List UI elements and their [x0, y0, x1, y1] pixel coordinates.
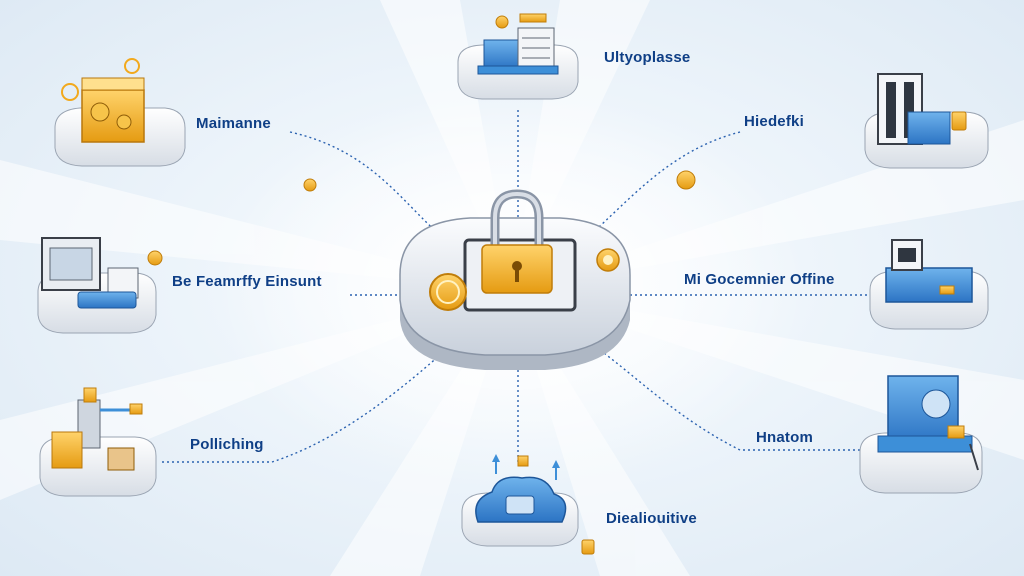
node-label-hiedefki: Hiedefki — [744, 113, 804, 130]
cube-gears-icon — [61, 58, 145, 143]
node-gocemnier — [869, 239, 989, 330]
node-diealiouitive — [461, 454, 579, 547]
node-hnatom — [859, 375, 983, 494]
connector-maintenance — [289, 131, 441, 236]
node-label-maintenance: Maimanne — [196, 115, 271, 132]
node-hiedefki — [864, 73, 989, 169]
factory-robot-icon — [51, 387, 143, 471]
gold-coin-icon — [429, 273, 467, 311]
connector-hnatom — [599, 349, 860, 451]
node-ultyoplasse — [457, 13, 579, 100]
node-polliching — [39, 387, 157, 497]
floating-coins — [147, 170, 696, 555]
node-maintenance — [54, 58, 186, 167]
hardware-module-icon — [885, 239, 973, 303]
node-feamrify — [37, 237, 157, 334]
computer-monitor-icon — [41, 237, 139, 309]
node-label-diealiouitive: Diealiouitive — [606, 510, 697, 527]
machine-panel-icon — [877, 375, 979, 471]
node-label-gocemnier: Mi Gocemnier Offine — [684, 271, 835, 288]
node-label-ultyoplasse: Ultyoplasse — [604, 49, 691, 66]
padlock-icon — [481, 189, 553, 294]
server-tower-icon — [877, 73, 967, 145]
node-label-hnatom: Hnatom — [756, 429, 814, 446]
cloud-chip-icon — [475, 454, 567, 523]
node-label-feamrify: Be Feamrffy Einsunt — [172, 273, 322, 290]
node-label-polliching: Polliching — [190, 436, 264, 453]
server-stack-icon — [477, 13, 559, 75]
gold-badge-icon — [596, 248, 620, 272]
connectors — [162, 110, 870, 465]
